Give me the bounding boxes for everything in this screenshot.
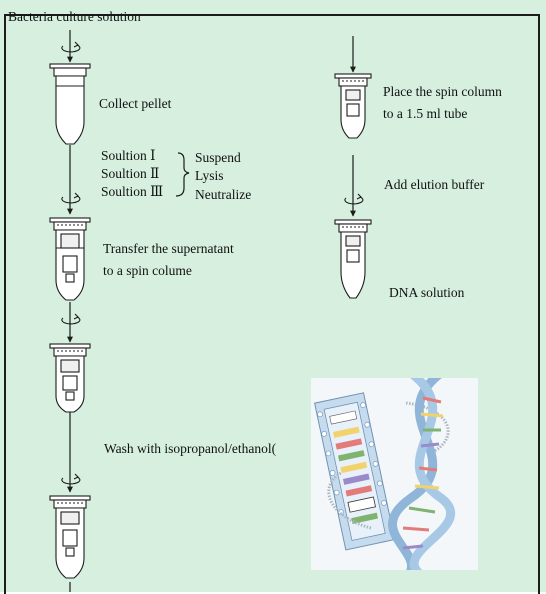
- dna-plasmid-illustration: [311, 378, 478, 570]
- rotation-arrow-icon: [345, 194, 363, 204]
- solution-1-label: Soultion Ⅰ: [101, 147, 155, 165]
- rotation-arrow-icon: [62, 474, 80, 484]
- curly-brace: [176, 153, 189, 196]
- rotation-arrow-icon: [62, 314, 80, 324]
- lysis-label: Lysis: [195, 167, 224, 185]
- spin-column-tube-icon: [50, 218, 90, 300]
- solution-3-label: Soultion Ⅲ: [101, 183, 163, 201]
- elution-label: Add elution buffer: [384, 176, 484, 194]
- wash-label: Wash with isopropanol/ethanol(: [104, 440, 276, 458]
- suspend-label: Suspend: [195, 149, 241, 167]
- collect-pellet-label: Collect pellet: [99, 95, 171, 113]
- microcentrifuge-tube-icon: [50, 64, 90, 144]
- transfer-label-line2: to a spin colume: [103, 262, 192, 280]
- transfer-label-line1: Transfer the supernatant: [103, 240, 234, 258]
- solution-2-label: Soultion Ⅱ: [101, 165, 159, 183]
- dna-illustration: [311, 378, 478, 570]
- rotation-arrow-icon: [62, 42, 80, 52]
- rotation-arrow-icon: [62, 193, 80, 203]
- microcentrifuge-tube-icon: [335, 220, 371, 298]
- spin-column-tube-icon: [50, 344, 90, 412]
- place-label-line2: to a 1.5 ml tube: [383, 105, 467, 123]
- spin-column-tube-icon: [50, 496, 90, 578]
- spin-column-tube-icon: [335, 74, 371, 138]
- dna-solution-label: DNA solution: [389, 284, 464, 302]
- neutralize-label: Neutralize: [195, 186, 251, 204]
- start-label: Bacteria culture solution: [8, 8, 141, 26]
- place-label-line1: Place the spin column: [383, 83, 502, 101]
